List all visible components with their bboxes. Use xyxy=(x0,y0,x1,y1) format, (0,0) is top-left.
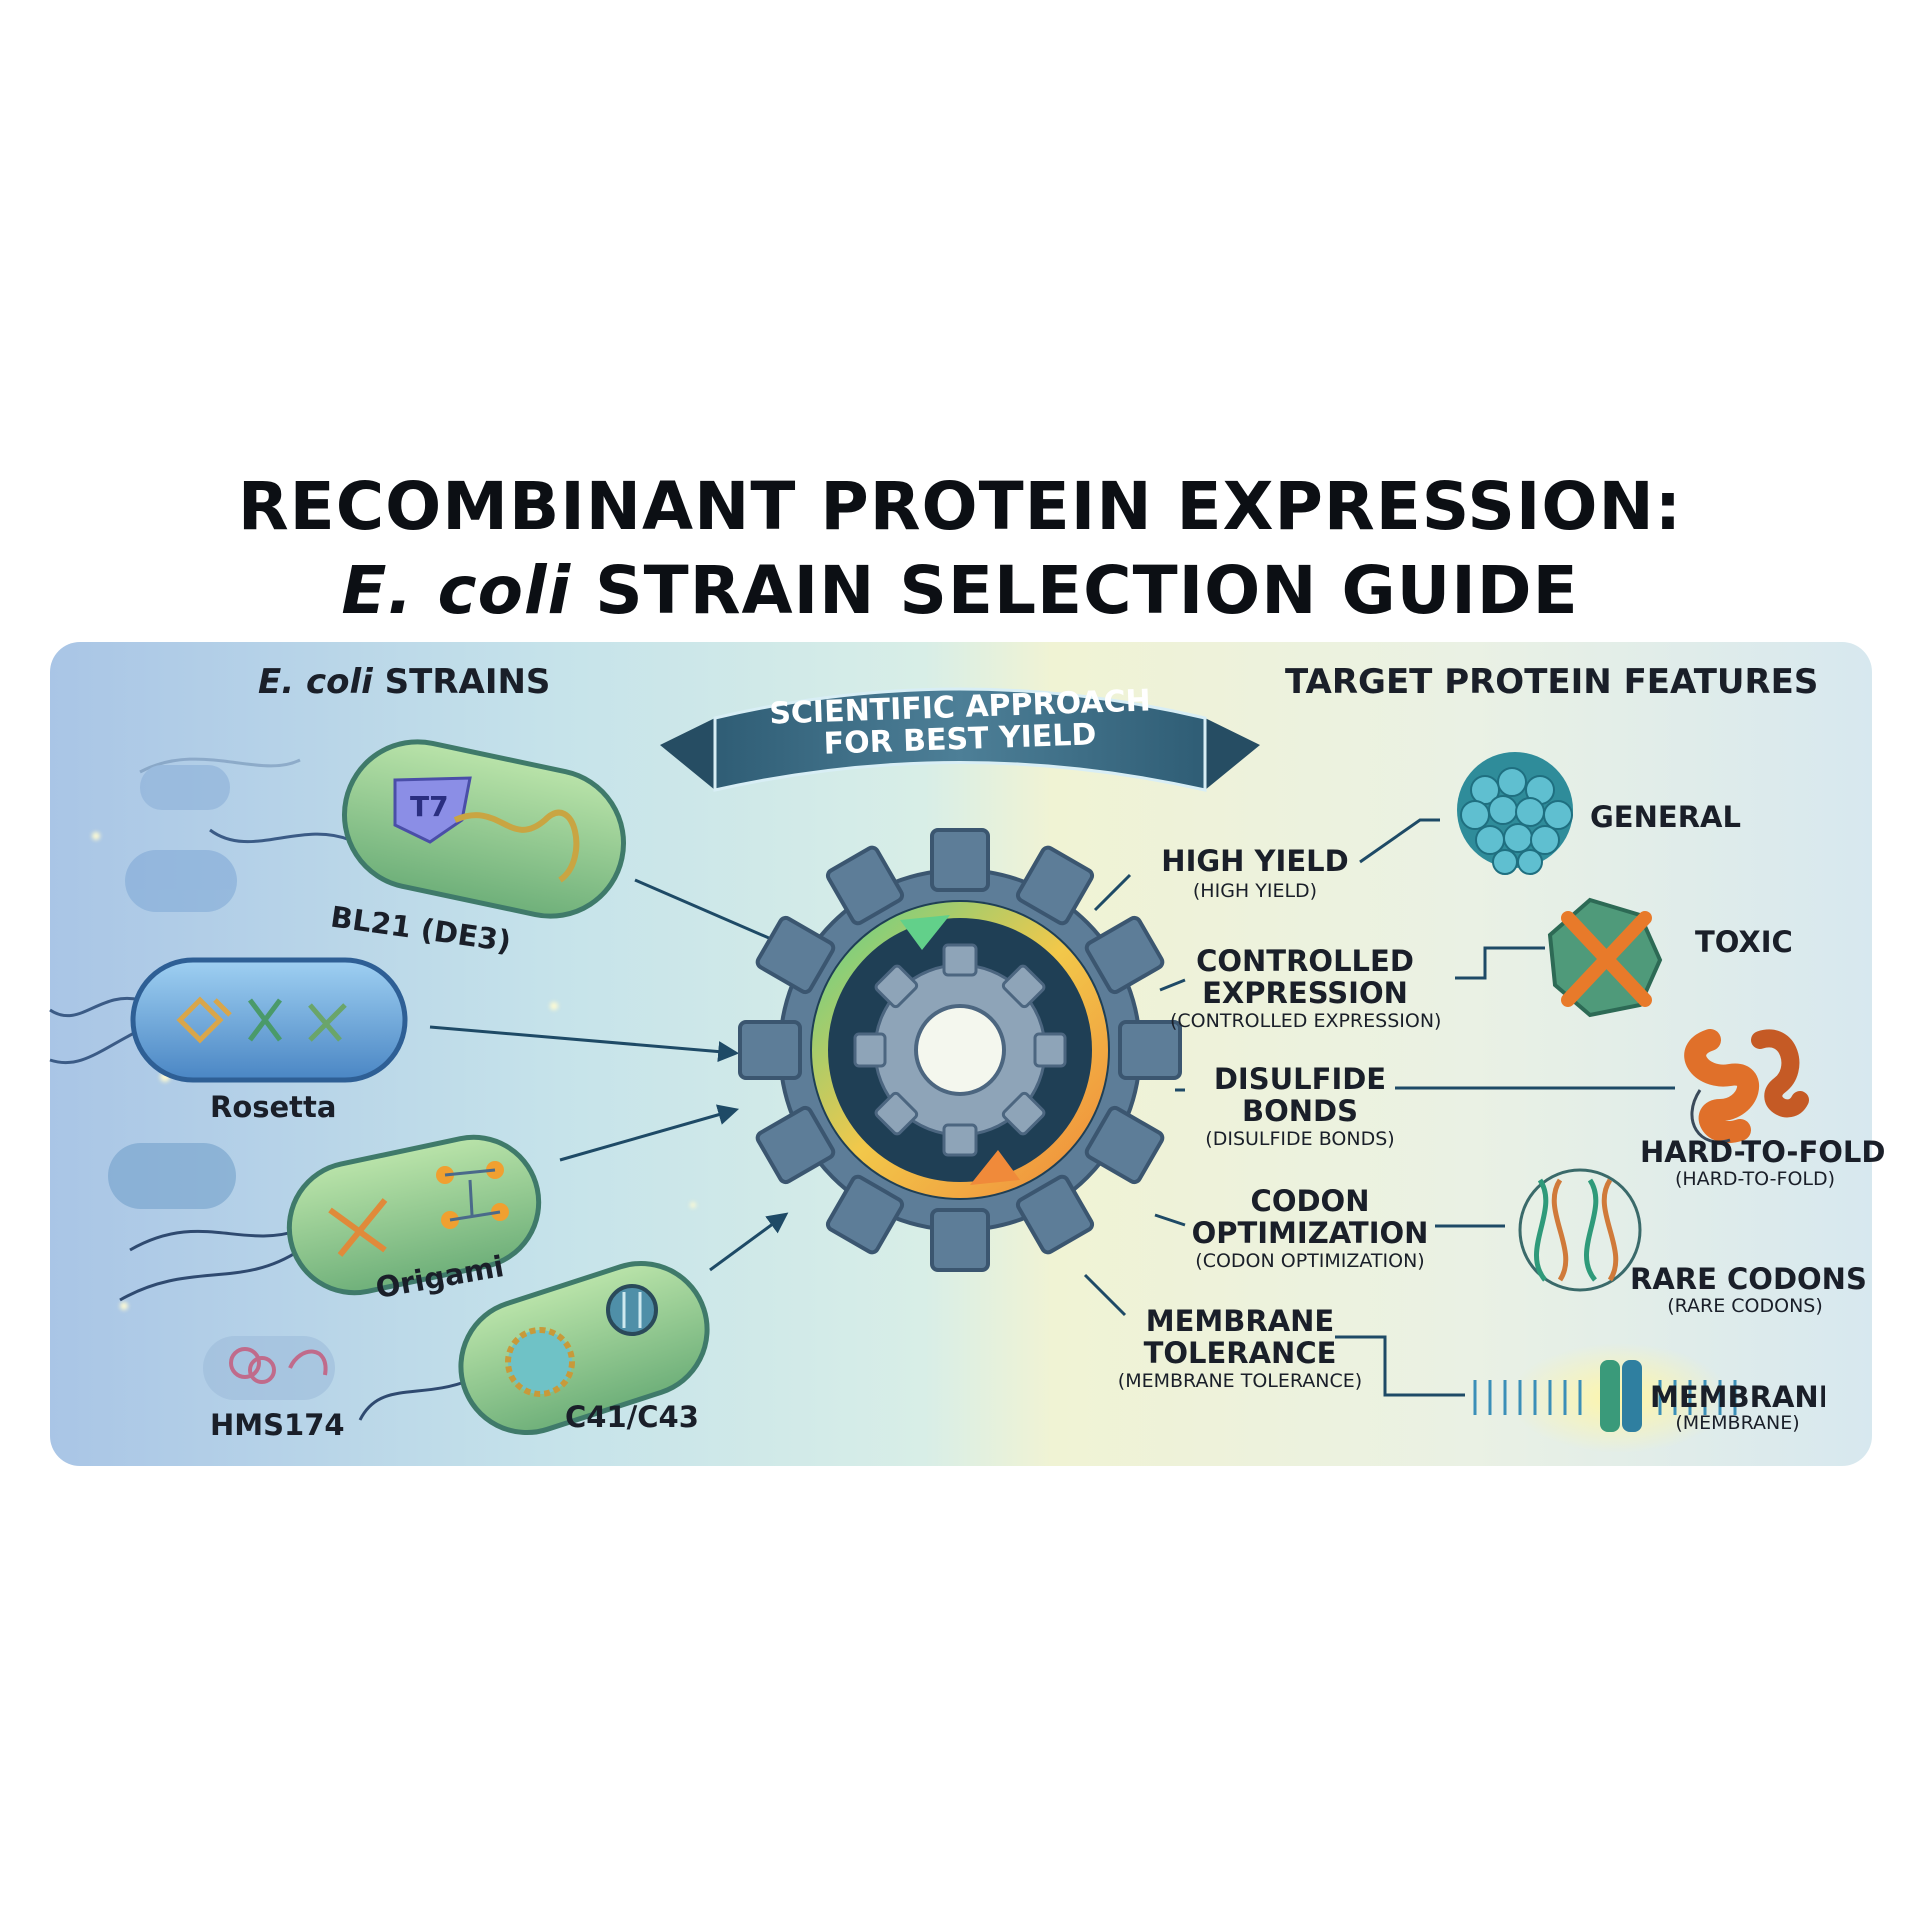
target-rare-codons: RARE CODONS xyxy=(1630,1262,1867,1296)
t7-label: T7 xyxy=(410,790,449,823)
title-line-1: RECOMBINANT PROTEIN EXPRESSION: xyxy=(237,468,1683,545)
feature-codon-line1: CODON xyxy=(1250,1184,1370,1218)
left-header-italic: E. coli xyxy=(258,662,373,702)
toxic-icon xyxy=(1547,897,1663,1018)
strain-label-hms174: HMS174 xyxy=(210,1408,345,1442)
hms174-cell xyxy=(229,1347,328,1384)
bl21-cell xyxy=(209,739,627,919)
target-hard-to-fold: HARD-TO-FOLD xyxy=(1640,1135,1886,1169)
gear-icon xyxy=(738,828,1182,1272)
membrane-icon xyxy=(1473,1343,1737,1453)
banner-ribbon xyxy=(660,687,1260,792)
feature-high-yield-sub: (HIGH YIELD) xyxy=(1192,880,1318,902)
target-lines xyxy=(1335,818,1675,1397)
feature-membrane-line2: TOLERANCE xyxy=(1143,1336,1337,1370)
title-line-2: E. coli STRAIN SELECTION GUIDE xyxy=(0,552,1920,629)
target-membrane-sub: (MEMBRANE) xyxy=(1675,1412,1800,1434)
left-header-rest: STRAINS xyxy=(372,662,551,702)
feature-disulfide-line2: BONDS xyxy=(1242,1094,1358,1128)
hard-to-fold-icon xyxy=(1684,1029,1809,1144)
feature-codon-line2: OPTIMIZATION xyxy=(1191,1216,1429,1250)
feature-connectors xyxy=(1083,873,1186,1317)
feature-disulfide-sub: (DISULFIDE BONDS) xyxy=(1205,1128,1395,1150)
title-rest: STRAIN SELECTION GUIDE xyxy=(571,552,1579,629)
strain-label-rosetta: Rosetta xyxy=(210,1090,337,1124)
c41-cell xyxy=(358,1260,710,1436)
feature-high-yield: HIGH YIELD xyxy=(1161,844,1349,878)
target-toxic: TOXIC xyxy=(1695,925,1793,959)
strain-label-c41: C41/C43 xyxy=(565,1400,699,1434)
target-rare-codons-sub: (RARE CODONS) xyxy=(1667,1295,1823,1317)
target-hard-to-fold-sub: (HARD-TO-FOLD) xyxy=(1674,1168,1836,1190)
feature-disulfide-line1: DISULFIDE xyxy=(1213,1062,1387,1096)
feature-controlled-line2: EXPRESSION xyxy=(1202,976,1408,1010)
feature-controlled-sub: (CONTROLLED EXPRESSION) xyxy=(1170,1010,1442,1032)
target-general: GENERAL xyxy=(1590,800,1741,834)
strain-arrows xyxy=(429,878,789,1272)
left-header: E. coli STRAINS xyxy=(258,662,550,702)
feature-membrane-line1: MEMBRANE xyxy=(1145,1304,1335,1338)
title-italic-ecoli: E. coli xyxy=(341,552,572,629)
right-header: TARGET PROTEIN FEATURES xyxy=(1285,662,1819,702)
feature-codon-sub: (CODON OPTIMIZATION) xyxy=(1195,1250,1425,1272)
origami-cell xyxy=(119,1134,542,1302)
target-membrane: MEMBRANE xyxy=(1650,1380,1825,1414)
general-protein-icon xyxy=(1457,752,1573,875)
dna-icon xyxy=(1518,1168,1642,1292)
feature-controlled-line1: CONTROLLED xyxy=(1196,944,1414,978)
rosetta-cell xyxy=(49,957,408,1083)
feature-membrane-sub: (MEMBRANE TOLERANCE) xyxy=(1117,1370,1363,1392)
